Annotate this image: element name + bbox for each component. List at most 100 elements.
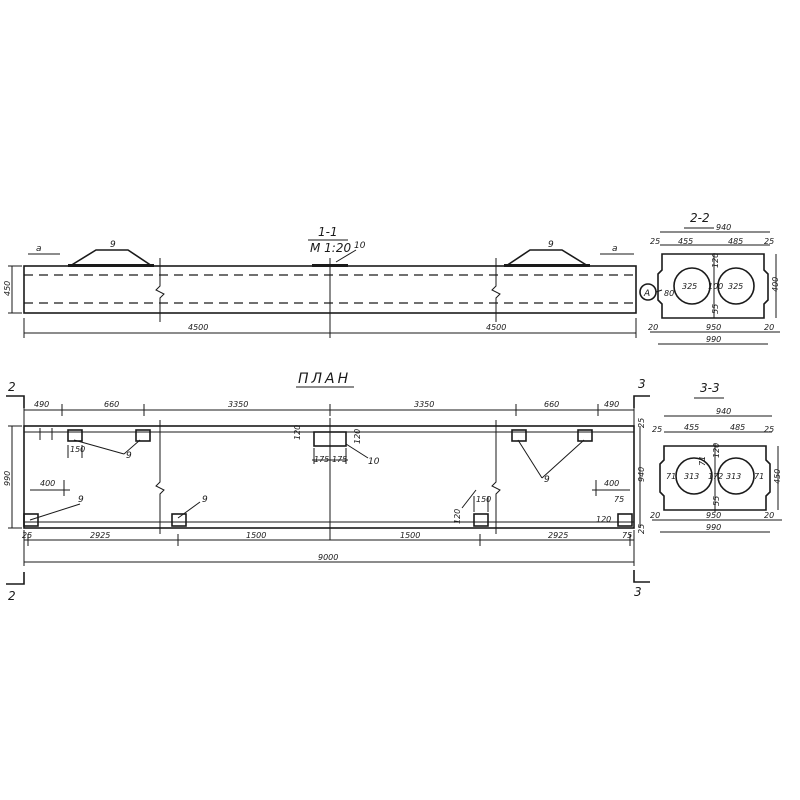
- s2-hole-left: 325: [682, 282, 697, 291]
- s2-bot-right: 20: [764, 323, 774, 332]
- s2-hole-mid: 100: [708, 282, 723, 291]
- right-25-bottom: 25: [637, 524, 646, 534]
- lifting-loop-left: [69, 249, 153, 267]
- right-75: 75: [614, 495, 624, 504]
- s2-bot-total: 990: [706, 335, 721, 344]
- mark-a-left: а: [36, 244, 42, 254]
- section-2-2-title: 2-2: [690, 211, 710, 225]
- s3-section-outline: [659, 445, 771, 511]
- section-1-1-title: 1-1: [318, 225, 338, 239]
- s3-top-total: 940: [716, 407, 731, 416]
- s3-side-right: 71: [754, 472, 764, 481]
- loop-pocket-1: [67, 429, 83, 442]
- s3-bot-total: 990: [706, 523, 721, 532]
- s3-left-edge: 25: [652, 425, 662, 434]
- right-150: 150: [476, 495, 491, 504]
- s2-left-part: 455: [678, 237, 693, 246]
- section-1-1-scale: M 1:20: [310, 241, 351, 255]
- lifting-loop-right: [505, 249, 589, 267]
- section-3-3: 3-3 940 25 455 485 25 313 172 313 71 71 …: [650, 381, 782, 533]
- s2-right-edge: 25: [764, 237, 774, 246]
- embedded-plate-left: [68, 264, 154, 267]
- center-120-left: 120: [293, 425, 302, 440]
- plan-bottom-dim-3: 1500: [246, 531, 266, 540]
- plan-top-dim-3: 3350: [228, 400, 248, 409]
- center-left-mark-9: 9: [202, 495, 208, 505]
- plan-title: ПЛАН: [298, 371, 351, 387]
- right-25-top: 25: [637, 418, 646, 428]
- right-plate-label: 120: [596, 515, 611, 524]
- left-mark-9-top: 9: [126, 451, 132, 461]
- s3-right-edge: 25: [764, 425, 774, 434]
- embed-plate-3: [473, 513, 489, 527]
- left-400: 400: [40, 479, 55, 488]
- s3-void-right: [717, 457, 755, 495]
- s3-top-71: 71: [698, 456, 707, 466]
- center-embed-plate: [313, 431, 347, 447]
- plan-bottom-dim-5: 2925: [548, 531, 568, 540]
- center-175-right: 175: [332, 455, 347, 464]
- s2-left-edge: 25: [650, 237, 660, 246]
- right-length: 4500: [486, 323, 506, 332]
- s2-height: 400: [771, 277, 780, 292]
- center-mark-10: 10: [368, 457, 380, 467]
- plan-break-right: [491, 420, 501, 534]
- s3-height: 450: [773, 469, 782, 484]
- loop-pocket-2: [135, 429, 151, 442]
- cut-2-bottom: 2: [8, 589, 16, 603]
- s2-void-right: [717, 267, 755, 305]
- plan-top-dim-4: 3350: [414, 400, 434, 409]
- plan-bottom-dim-2: 2925: [90, 531, 110, 540]
- section-2-2: 2-2 940 25 455 485 25 325 100 325 80 120…: [639, 211, 780, 345]
- embedded-plate-right: [504, 264, 590, 267]
- right-120: 120: [453, 509, 462, 524]
- s2-bot-left: 20: [648, 323, 658, 332]
- plan-top-dim-1: 490: [34, 400, 49, 409]
- plan-view: ПЛАН 2 2 3 3 490 660 3350 3350 660 490: [3, 371, 650, 603]
- embed-plate-1: [23, 513, 39, 527]
- plan-top-dim-6: 490: [604, 400, 619, 409]
- plan-bottom-dim-1: 25: [22, 531, 32, 540]
- s2-void-left: [673, 267, 711, 305]
- embed-plate-4: [617, 513, 633, 527]
- cut-3-top: 3: [638, 377, 646, 391]
- embed-plate-2: [171, 513, 187, 527]
- s3-top-small: 120: [712, 443, 721, 458]
- s3-bot-left: 20: [650, 511, 660, 520]
- mark-9-right: 9: [548, 240, 554, 250]
- s2-marker: A: [643, 289, 650, 299]
- s2-hole-right: 325: [728, 282, 743, 291]
- loop-pocket-4: [577, 429, 593, 442]
- right-400: 400: [604, 479, 619, 488]
- s3-hole-left: 313: [684, 472, 699, 481]
- s3-left-part: 455: [684, 423, 699, 432]
- s2-top-total: 940: [716, 223, 731, 232]
- mark-a-right: а: [612, 244, 618, 254]
- center-120-right: 120: [353, 429, 362, 444]
- plan-width: 990: [3, 471, 12, 486]
- cut-3-bottom: 3: [634, 585, 642, 599]
- s2-bottom-small: 55: [711, 304, 720, 314]
- left-150: 150: [70, 445, 85, 454]
- break-line-left: [155, 258, 165, 322]
- left-length: 4500: [188, 323, 208, 332]
- right-mark-9: 9: [544, 475, 550, 485]
- s3-bot-mid: 950: [706, 511, 721, 520]
- s3-void-left: [675, 457, 713, 495]
- s3-bot-small: 55: [712, 496, 721, 506]
- plan-top-dim-5: 660: [544, 400, 559, 409]
- plan-bottom-dim-6: 75: [622, 531, 632, 540]
- mark-10-center: 10: [354, 241, 366, 251]
- plan-top-dim-2: 660: [104, 400, 119, 409]
- right-940: 940: [637, 467, 646, 482]
- s3-hole-right: 313: [726, 472, 741, 481]
- s2-side-small: 80: [664, 289, 674, 298]
- plan-total: 9000: [318, 553, 338, 562]
- slab-plan-outline: [23, 425, 635, 529]
- s3-hole-mid: 172: [708, 472, 723, 481]
- left-mark-9-bottom: 9: [78, 495, 84, 505]
- break-line-right: [491, 258, 501, 322]
- plan-bottom-dim-4: 1500: [400, 531, 420, 540]
- s3-right-part: 485: [730, 423, 745, 432]
